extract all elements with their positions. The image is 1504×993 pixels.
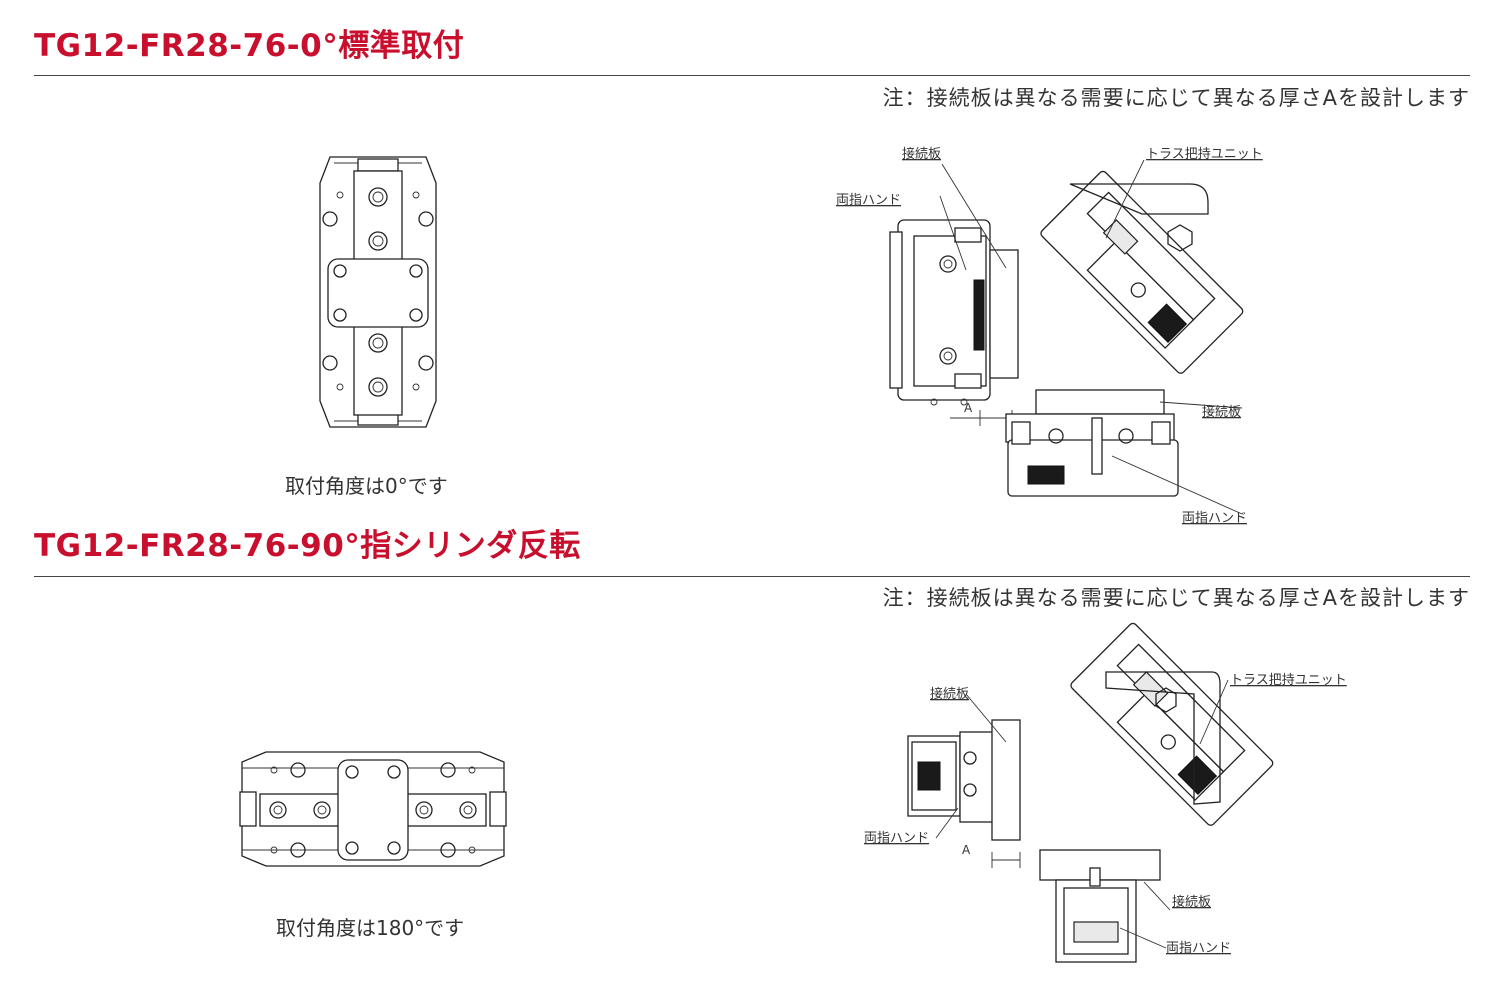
section1-note: 注：接続板は異なる需要に応じて異なる厚さAを設計します (882, 86, 1470, 110)
section2-title: TG12-FR28-76-90°指シリンダ反転 (34, 528, 581, 564)
section1-label-truss-unit: トラス把持ユニット (1146, 147, 1263, 162)
section1-title: TG12-FR28-76-0°標準取付 (34, 28, 465, 64)
section1-label-connect-plate-right: 接続板 (1202, 404, 1241, 420)
section1-divider (34, 75, 1470, 76)
section2-divider (34, 576, 1470, 577)
section1-front-view-drawing (319, 156, 437, 428)
section1-label-two-finger-hand-left: 両指ハンド (836, 193, 901, 208)
section1-dimension-a: A (964, 401, 973, 415)
section2-label-connect-plate-right: 接続板 (1172, 894, 1211, 910)
section2-note: 注：接続板は異なる需要に応じて異なる厚さAを設計します (882, 586, 1470, 610)
section1-label-connect-plate-top: 接続板 (902, 146, 941, 162)
section2-front-view-drawing (239, 751, 507, 867)
section2-assembly-drawing: A 接続板 トラス把持ユニット 両指ハンド 接続板 両指ハンド (864, 622, 1347, 963)
section1-caption: 取付角度は0°です (285, 474, 448, 498)
section1-assembly-drawing: A 接続板 トラス把持ユニット 両指ハンド 接続板 両指ハンド (836, 146, 1263, 526)
section2-caption: 取付角度は180°です (276, 916, 465, 940)
section2-label-two-finger-hand-left: 両指ハンド (864, 831, 929, 846)
section1-label-two-finger-hand-bottom: 両指ハンド (1182, 511, 1247, 526)
section2-dimension-a: A (962, 843, 971, 857)
section2-label-connect-plate-top: 接続板 (930, 686, 969, 702)
section2-label-truss-unit: トラス把持ユニット (1230, 673, 1347, 688)
section2-label-two-finger-hand-bottom: 両指ハンド (1166, 941, 1231, 956)
